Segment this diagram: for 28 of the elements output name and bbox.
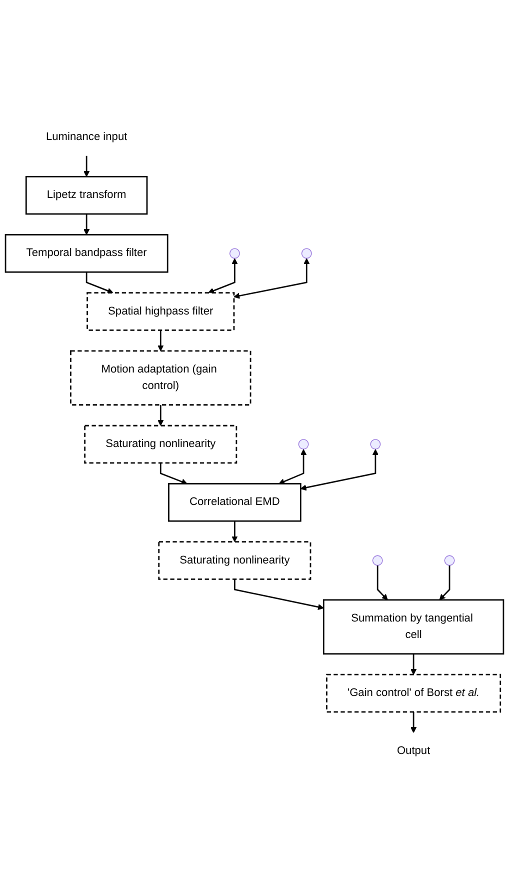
arrow: [84, 214, 90, 235]
arrow: [300, 448, 378, 490]
arrow: [410, 654, 417, 675]
arrow: [86, 272, 114, 294]
node-box: [322, 598, 504, 654]
node-box: [326, 674, 502, 712]
arrow: [84, 156, 90, 177]
node-box: [4, 234, 168, 272]
arrow: [410, 712, 417, 733]
flowchart: Luminance input Lipetz transform Temporal bandpass filter Spatial highpass filter Motion adaptation (gain control) Saturating nonlinearity Correlational EMD Saturating nonlinearity Summation by tangential cell 'Gain control' of Borst et al. Output: [0, 112, 509, 776]
arrow: [278, 448, 307, 484]
arrow: [439, 565, 450, 600]
node-box: [25, 176, 148, 214]
node-box: [168, 482, 302, 522]
arrow: [158, 330, 164, 351]
arrow: [158, 404, 164, 426]
arrow: [160, 462, 188, 484]
node-box: [70, 350, 252, 406]
arrow: [208, 258, 238, 294]
node-text: Luminance input: [46, 130, 128, 142]
arrow: [234, 258, 310, 299]
node-box: [158, 540, 312, 580]
arrow: [234, 578, 324, 610]
node-text: Output: [396, 744, 430, 757]
arrow: [232, 520, 238, 542]
arrow: [376, 565, 388, 600]
node-box: [86, 292, 235, 331]
node-box: [84, 424, 238, 464]
